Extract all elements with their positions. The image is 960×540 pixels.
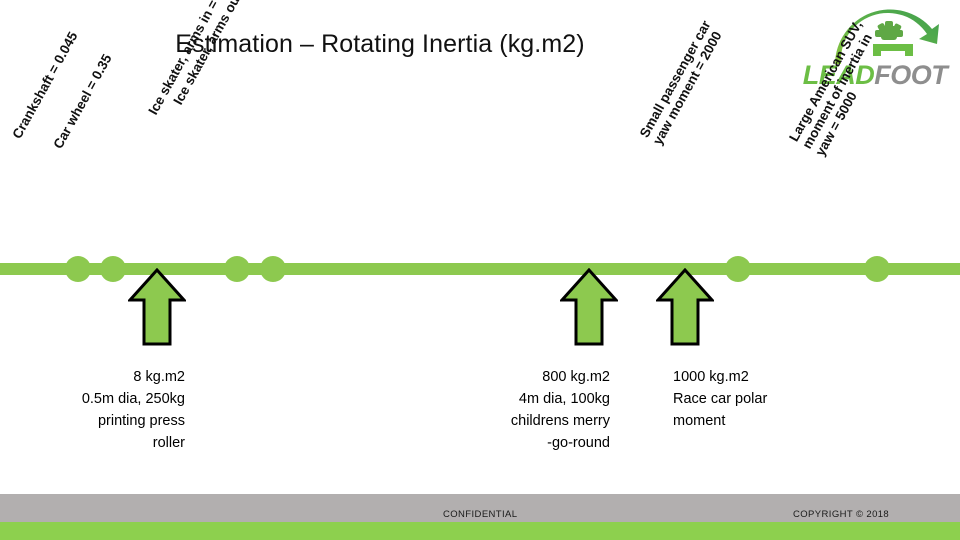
timeline-dot-small-passenger-car[interactable] (725, 256, 751, 282)
arrow-printing-press[interactable] (128, 268, 186, 346)
gear-arrow-icon (833, 8, 943, 66)
footer-green-band (0, 522, 960, 540)
arrow-merry-go-round[interactable] (560, 268, 618, 346)
timeline-dot-crankshaft[interactable] (65, 256, 91, 282)
logo-word-lead: LEAD (802, 60, 875, 90)
description-line: childrens merry (510, 413, 610, 430)
description-line: Race car polar (673, 391, 768, 408)
description-line: moment (673, 413, 726, 430)
description-line: 800 kg.m2 (542, 369, 610, 385)
footer-gray-band (0, 494, 960, 522)
description-line: printing press (97, 413, 185, 430)
description-race-car-polar-moment: 1000 kg.m2 Race car polar moment (673, 366, 873, 432)
description-printing-press-roller: 8 kg.m2 0.5m dia, 250kg printing press r… (20, 366, 185, 454)
timeline-dot-car-wheel[interactable] (100, 256, 126, 282)
description-line: -go-round (547, 435, 610, 452)
arrow-race-car[interactable] (656, 268, 714, 346)
timeline-dot-large-american-suv[interactable] (864, 256, 890, 282)
page-title: Estimation – Rotating Inertia (kg.m2) (175, 30, 585, 58)
footer-confidential-text: CONFIDENTIAL (443, 509, 518, 520)
brand-logo: LEADFOOT (795, 8, 955, 96)
logo-word-foot: FOOT (874, 60, 948, 90)
description-line: 0.5m dia, 250kg (81, 391, 185, 408)
description-line: 4m dia, 100kg (518, 391, 610, 408)
description-childrens-merry-go-round: 800 kg.m2 4m dia, 100kg childrens merry … (440, 366, 610, 454)
description-line: roller (152, 435, 185, 452)
footer-copyright-text: COPYRIGHT © 2018 (793, 509, 890, 520)
description-line: 8 kg.m2 (133, 369, 185, 385)
timeline-dot-ice-skater-arms-in[interactable] (224, 256, 250, 282)
timeline-dot-ice-skater-arms-out[interactable] (260, 256, 286, 282)
description-line: 1000 kg.m2 (673, 369, 749, 385)
logo-wordmark: LEADFOOT (795, 60, 955, 91)
